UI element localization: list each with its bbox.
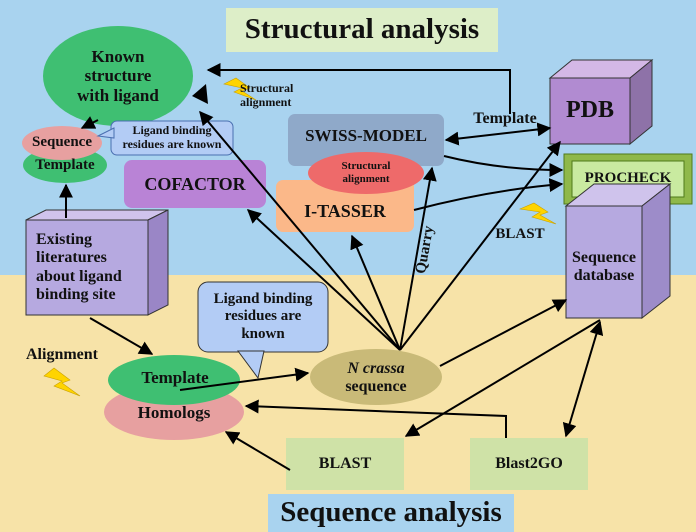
structural-title-box	[226, 8, 498, 52]
ligand-note-top-line-1: Ligand binding	[132, 123, 212, 138]
ligand-note-mid-tail	[237, 350, 265, 380]
arrow-literatures-template-bottom	[89, 317, 154, 355]
literatures-label: Existing literatures about ligand bindin…	[26, 220, 148, 315]
literatures-cube	[25, 209, 169, 316]
swiss-model-label: SWISS-MODEL	[305, 126, 427, 146]
known-structure-ellipse	[43, 26, 193, 126]
ncrassa-label: N crassa sequence	[310, 357, 442, 399]
literatures-line-4: binding site	[36, 285, 116, 303]
swiss-model-box	[288, 114, 444, 166]
literatures-line-2: literatures	[36, 249, 107, 267]
sequence-label: Sequence	[32, 134, 92, 151]
blast-bottom-box	[286, 438, 404, 490]
ligand-note-top-label: Ligand binding residues are known	[111, 121, 233, 155]
sequence-database-label: Sequence database	[566, 242, 642, 292]
ncrassa-ellipse	[310, 349, 442, 405]
i-tasser-label: I-TASSER	[304, 200, 386, 221]
template-top-label: Template	[35, 157, 95, 174]
arrow-ncrassa-swiss	[399, 166, 437, 351]
lightning-structural	[223, 77, 257, 101]
arrow-ncrassa-seqdb	[439, 299, 568, 367]
structural-alignment-line-1: Structural	[240, 81, 294, 96]
ligand-note-mid-line-2: residues are	[224, 308, 302, 325]
blast-right-label: BLAST	[495, 226, 545, 243]
ligand-note-mid-label: Ligand binding residues are known	[198, 282, 328, 352]
arrow-itasser-procheck	[413, 178, 564, 211]
cofactor-label: COFACTOR	[144, 173, 246, 194]
template-bottom-label: Template	[141, 368, 209, 388]
lightning-blast	[518, 202, 557, 225]
known-structure-line-1: Known	[91, 46, 145, 66]
ligand-note-top-line-2: residues are known	[122, 137, 222, 151]
alignment-label: Alignment	[26, 345, 98, 363]
arrows	[59, 63, 604, 471]
arrow-pdb-known	[206, 63, 511, 114]
arrow-ncrassa-pdb	[399, 140, 561, 351]
thick-arrow-head	[192, 84, 208, 104]
structural-alignment-inner-line-2: alignment	[342, 173, 390, 185]
blast-bottom-label: BLAST	[318, 454, 372, 472]
arrow-template-ncrassa	[179, 367, 310, 391]
pdb-label: PDB	[566, 97, 614, 124]
ligand-note-mid-line-3: known	[241, 325, 285, 342]
structural-alignment-line-2: alignment	[240, 95, 292, 109]
sequence-database-line-2: database	[573, 267, 635, 284]
ligand-note-mid-line-1: Ligand binding	[213, 291, 313, 308]
arrow-ncrassa-itasser	[350, 234, 401, 351]
procheck-label: PROCHECK	[584, 170, 672, 187]
homologs-label: Homologs	[137, 403, 211, 423]
cofactor-box	[124, 160, 266, 208]
known-structure-line-3: with ligand	[77, 85, 159, 105]
known-structure-line-2: structure	[84, 66, 152, 86]
arrow-blast-homologs	[224, 431, 291, 471]
ligand-note-top-tail	[96, 127, 115, 139]
pdb-cube	[548, 58, 654, 146]
ncrassa-sequence: sequence	[345, 378, 407, 395]
structural-alignment-label: Structural alignment	[240, 80, 314, 112]
arrow-ncrassa-known	[199, 110, 401, 351]
sequence-database-cube	[564, 182, 672, 320]
structural-alignment-inner-ellipse	[308, 152, 424, 194]
template-bottom-ellipse	[108, 355, 240, 405]
literatures-line-3: about ligand	[36, 267, 122, 285]
blast2go-label: Blast2GO	[495, 454, 563, 472]
literatures-line-1: Existing	[36, 230, 93, 248]
arrow-swiss-procheck	[443, 155, 564, 177]
structural-alignment-inner-line-1: Structural	[341, 160, 391, 173]
arrow-ncrassa-cofactor	[246, 209, 401, 351]
structural-title: Structural analysis	[244, 13, 480, 46]
arrow-blast2go-homologs	[244, 399, 507, 438]
sequence-title: Sequence analysis	[280, 496, 502, 529]
template-edge-label: Template	[473, 109, 537, 127]
sequence-ellipse	[22, 126, 102, 160]
sequence-title-box	[268, 494, 514, 532]
blast2go-box	[470, 438, 588, 490]
known-structure-label: Known structure with ligand	[48, 34, 188, 118]
arrow-seqdb-blast2go	[562, 320, 604, 438]
arrow-pdb-swiss	[444, 122, 552, 146]
structural-alignment-inner-label: Structural alignment	[316, 157, 416, 189]
ncrassa-italic: N crassa	[347, 359, 405, 377]
arrow-known-sequence	[80, 116, 99, 129]
sequence-database-line-1: Sequence	[572, 248, 636, 266]
lightning-alignment	[43, 367, 81, 397]
